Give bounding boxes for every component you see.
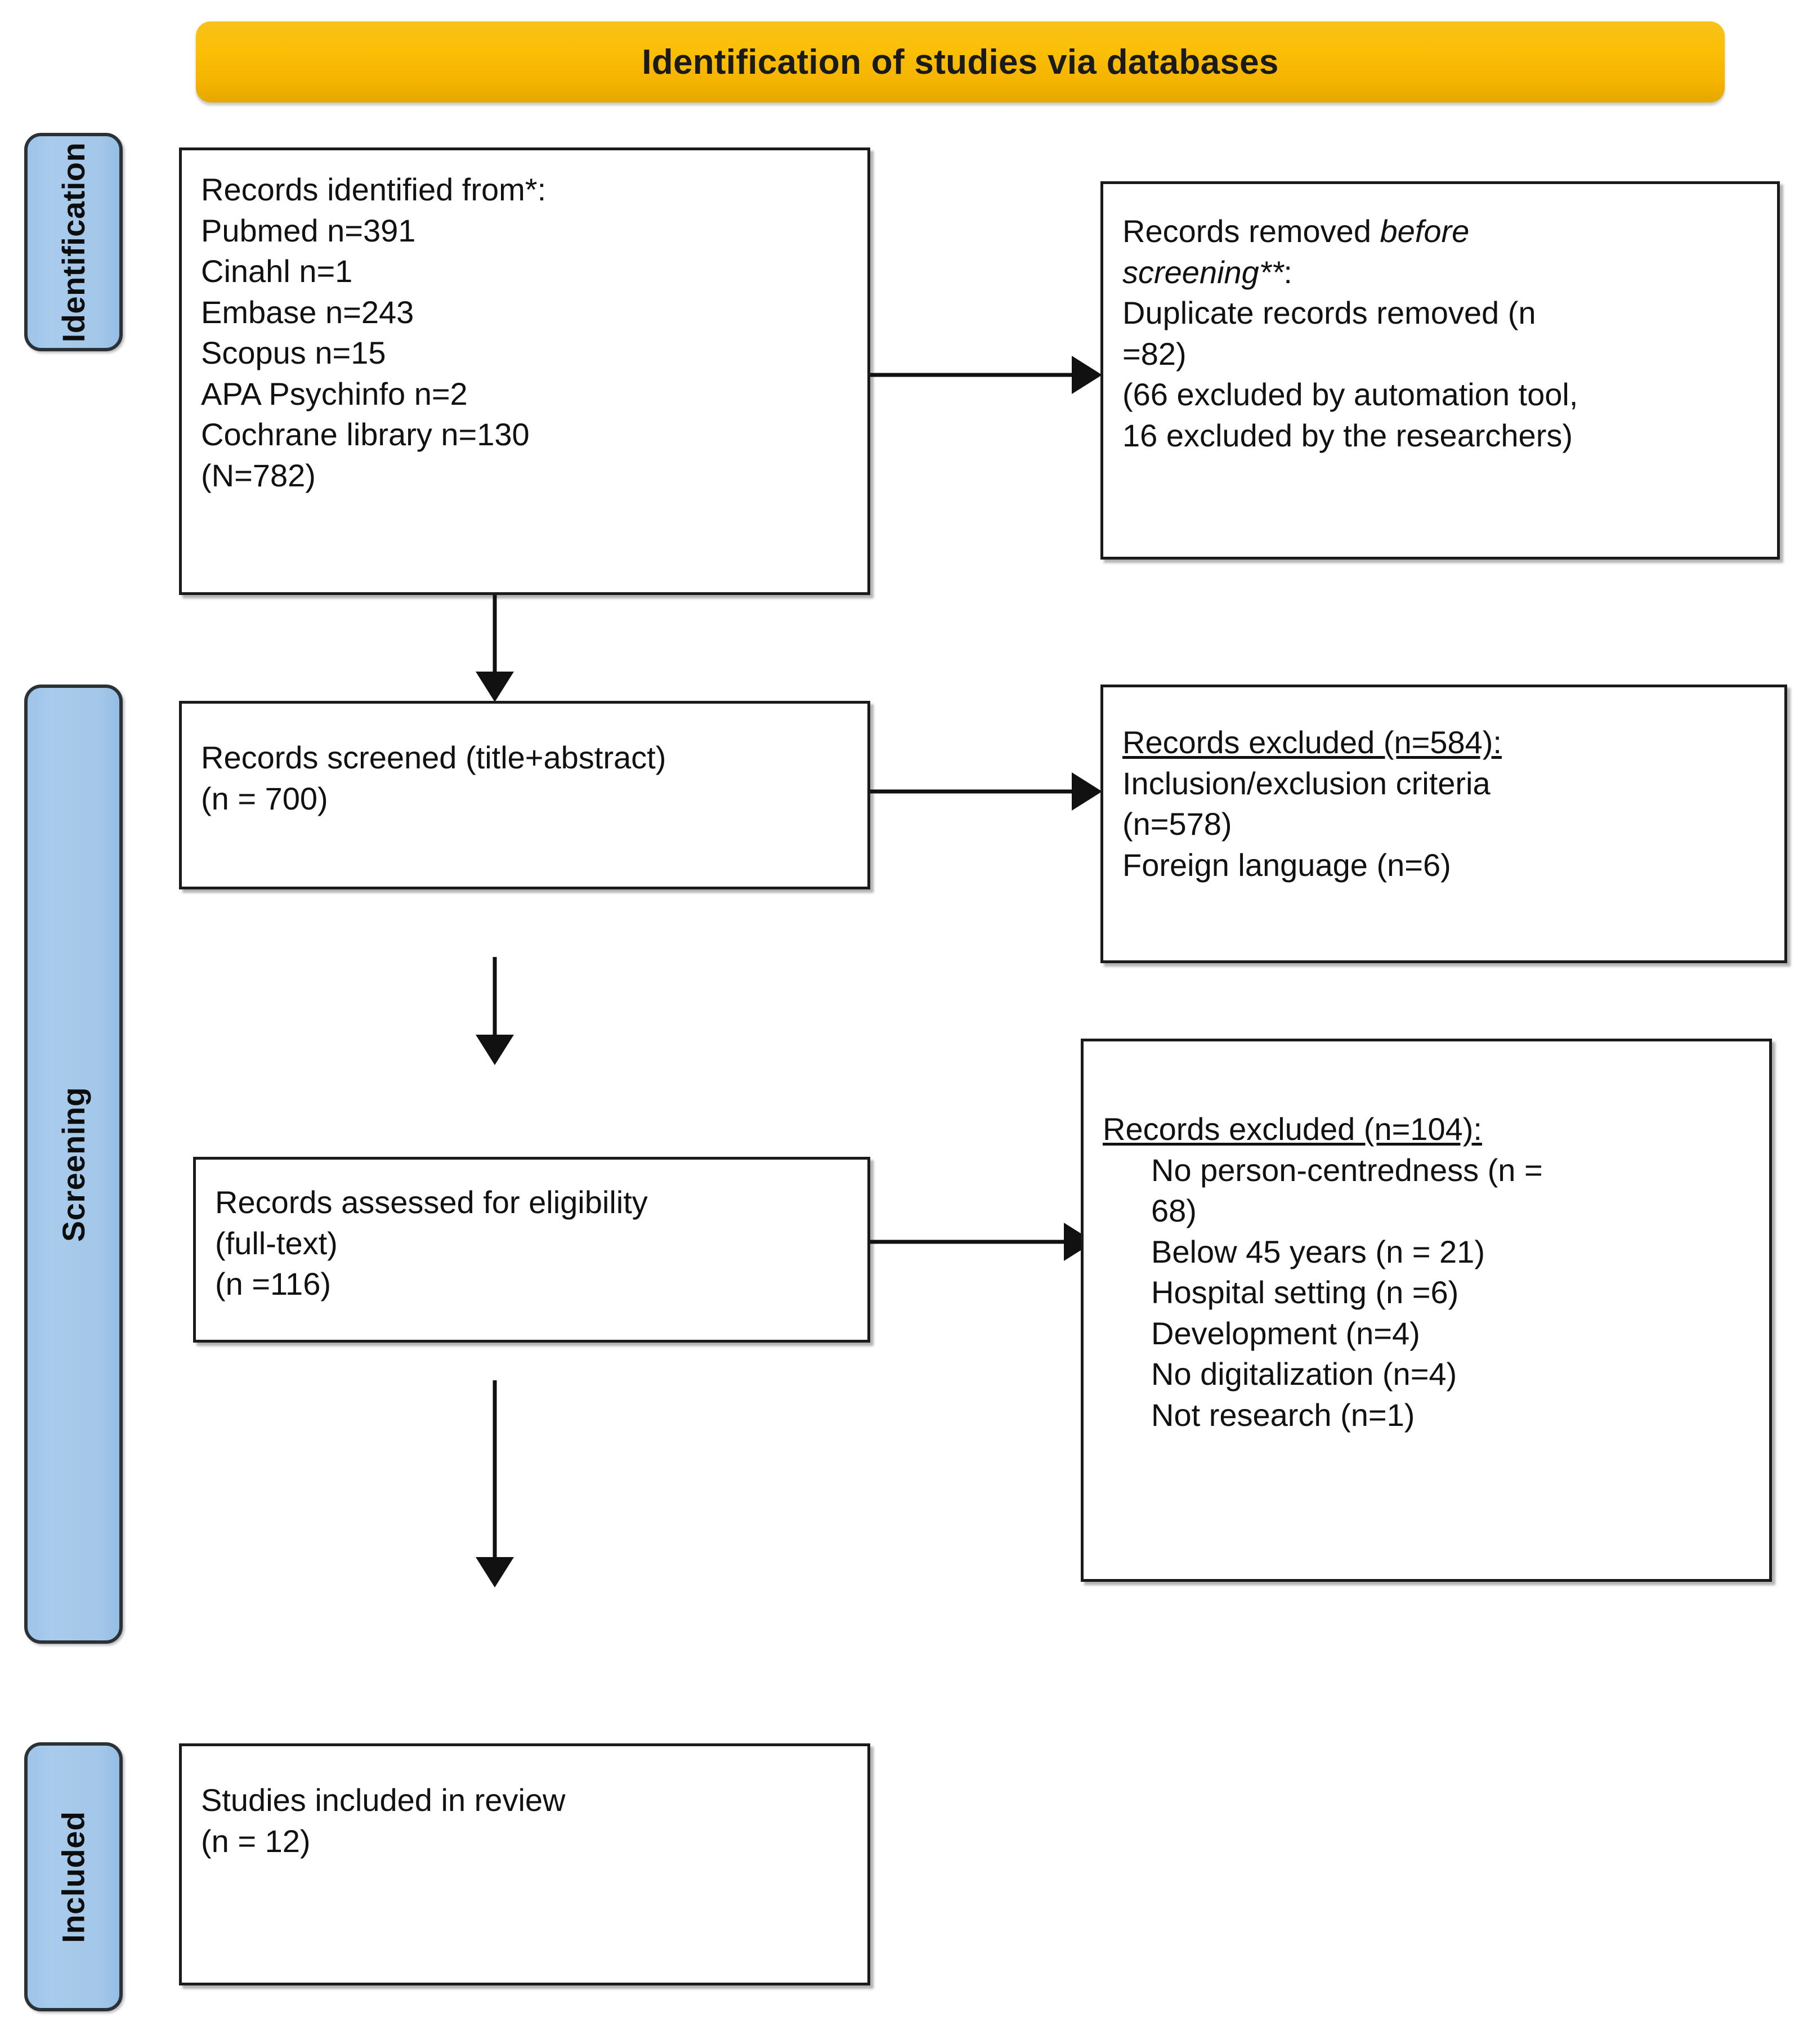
- eligibility-line: (full-text): [215, 1225, 338, 1261]
- records-excluded-104-item: No digitalization (n=4): [1151, 1356, 1457, 1392]
- eligibility-line: Records assessed for eligibility: [215, 1184, 648, 1220]
- eligibility-line: (n =116): [215, 1266, 331, 1302]
- records-excluded-104-item: Development (n=4): [1151, 1315, 1420, 1351]
- records-excluded-584-line: Inclusion/exclusion criteria: [1122, 765, 1491, 801]
- records-excluded-104-item: Below 45 years (n = 21): [1151, 1233, 1485, 1269]
- stage-bar-included: Included: [24, 1742, 123, 2011]
- box-records-screened: Records screened (title+abstract) (n = 7…: [179, 701, 870, 889]
- records-identified-line: Records identified from*:: [201, 172, 547, 207]
- box-records-identified: Records identified from*: Pubmed n=391 C…: [179, 147, 870, 595]
- arrow-eligibility-to-excluded-104: [870, 1223, 1094, 1261]
- arrow-screened-to-excluded-584: [870, 772, 1102, 811]
- page-title: Identification of studies via databases: [642, 42, 1279, 82]
- records-screened-line: (n = 700): [201, 780, 328, 816]
- arrow-identified-to-removed: [870, 356, 1102, 394]
- records-removed-text: :: [1283, 254, 1292, 290]
- records-removed-line: 16 excluded by the researchers): [1122, 417, 1573, 453]
- records-removed-emphasis: screening**: [1122, 254, 1284, 290]
- records-excluded-104-item: Hospital setting (n =6): [1151, 1274, 1459, 1311]
- records-screened-line: Records screened (title+abstract): [201, 740, 666, 775]
- studies-included-line: (n = 12): [201, 1823, 311, 1859]
- box-records-excluded-584: Records excluded (n=584): Inclusion/excl…: [1100, 685, 1787, 963]
- stage-label-identification: Identification: [56, 142, 92, 342]
- records-identified-line: Cochrane library n=130: [201, 417, 530, 453]
- records-excluded-584-line: Foreign language (n=6): [1122, 847, 1451, 883]
- records-identified-line: Cinahl n=1: [201, 253, 353, 289]
- diagram-title-banner: Identification of studies via databases: [196, 21, 1725, 102]
- box-records-excluded-104: Records excluded (n=104): No person-cent…: [1081, 1039, 1772, 1582]
- box-records-removed-before-screening: Records removed before screening**: Dupl…: [1100, 181, 1780, 560]
- records-identified-line: Embase n=243: [201, 294, 414, 330]
- stage-bar-identification: Identification: [24, 133, 123, 351]
- records-identified-line: (N=782): [201, 457, 316, 493]
- records-removed-line: (66 excluded by automation tool,: [1122, 377, 1578, 413]
- box-studies-included: Studies included in review (n = 12): [179, 1743, 870, 1985]
- records-excluded-584-line: (n=578): [1122, 806, 1232, 842]
- records-excluded-104-item: Not research (n=1): [1151, 1397, 1415, 1433]
- studies-included-line: Studies included in review: [201, 1782, 566, 1818]
- records-identified-line: Pubmed n=391: [201, 212, 416, 248]
- stage-bar-screening: Screening: [24, 685, 123, 1644]
- records-excluded-104-item: 68): [1151, 1193, 1197, 1229]
- records-identified-line: APA Psychinfo n=2: [201, 375, 468, 412]
- records-removed-line: Records removed before: [1122, 211, 1760, 252]
- box-records-assessed-eligibility: Records assessed for eligibility (full-t…: [193, 1157, 870, 1343]
- arrow-identified-to-screened: [476, 595, 514, 702]
- records-removed-line: =82): [1122, 336, 1187, 372]
- records-excluded-104-header: Records excluded (n=104):: [1103, 1111, 1482, 1147]
- arrow-eligibility-to-included: [476, 1380, 514, 1587]
- records-excluded-104-item: No person-centredness (n =: [1151, 1152, 1543, 1188]
- records-excluded-584-header: Records excluded (n=584):: [1122, 724, 1502, 760]
- records-removed-emphasis: before: [1380, 213, 1470, 249]
- arrow-screened-to-eligibility: [476, 957, 514, 1065]
- records-removed-line: Duplicate records removed (n: [1122, 295, 1536, 331]
- records-identified-line: Scopus n=15: [201, 335, 386, 371]
- stage-label-included: Included: [56, 1810, 92, 1943]
- records-removed-text: Records removed: [1122, 213, 1380, 249]
- records-removed-line: screening**:: [1122, 252, 1760, 293]
- stage-label-screening: Screening: [56, 1086, 92, 1242]
